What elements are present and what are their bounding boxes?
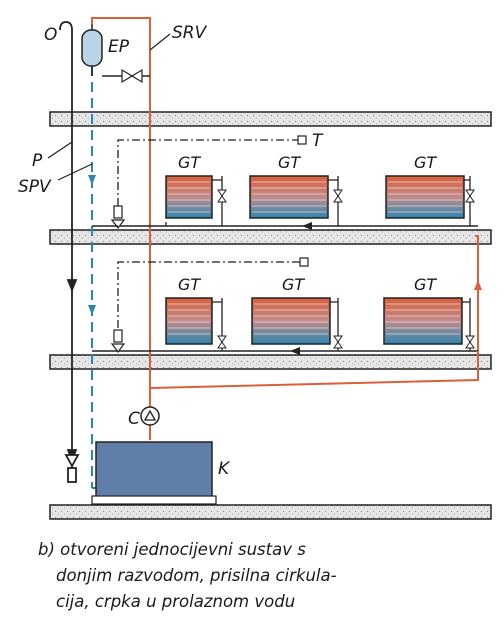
radiators-upper (165, 175, 475, 226)
label-p: P (32, 151, 43, 171)
label-t: T (312, 131, 324, 151)
radiator-upper-2 (249, 175, 343, 226)
radiator-lower-3 (383, 297, 475, 351)
ep-connection-valve (91, 66, 150, 84)
supply-riser-srv (91, 17, 151, 440)
radiator-upper-3 (385, 175, 475, 226)
caption-line-3: cija, crpka u prolaznom vodu (56, 592, 296, 611)
figure-caption: b) otvoreni jednocijevni sustav s donjim… (38, 537, 488, 615)
radiator-lower-1 (165, 297, 227, 351)
label-o: O (44, 25, 57, 45)
lower-floor-loop (92, 257, 479, 380)
floor-slab-ground (49, 504, 492, 520)
floor-slabs (49, 111, 492, 520)
label-k: K (218, 459, 231, 479)
label-spv: SPV (18, 177, 52, 197)
upper-floor-loop (92, 135, 478, 230)
overflow-pipe-p (59, 21, 80, 483)
label-gt-lower-1: GT (178, 275, 201, 294)
supply-main-bottom (149, 235, 482, 389)
label-gt-lower-2: GT (282, 275, 305, 294)
label-gt-lower-3: GT (414, 275, 437, 294)
caption-line-2: donjim razvodom, prisilna cirkula- (56, 566, 337, 585)
circulation-pump (140, 406, 160, 426)
label-srv: SRV (172, 23, 208, 43)
label-c: C (128, 409, 140, 429)
expansion-tank (81, 24, 103, 67)
boiler (91, 441, 217, 505)
floor-slab-lower (49, 354, 492, 370)
radiator-lower-2 (251, 297, 343, 351)
radiator-upper-1 (165, 175, 227, 226)
label-gt-upper-1: GT (178, 153, 201, 172)
label-ep: EP (108, 37, 130, 57)
label-leaders (47, 33, 171, 181)
floor-slab-top (49, 111, 492, 127)
radiators-lower (165, 297, 475, 351)
caption-line-1: b) otvoreni jednocijevni sustav s (38, 540, 306, 559)
label-gt-upper-3: GT (414, 153, 437, 172)
floor-slab-upper (49, 229, 492, 245)
label-gt-upper-2: GT (278, 153, 301, 172)
